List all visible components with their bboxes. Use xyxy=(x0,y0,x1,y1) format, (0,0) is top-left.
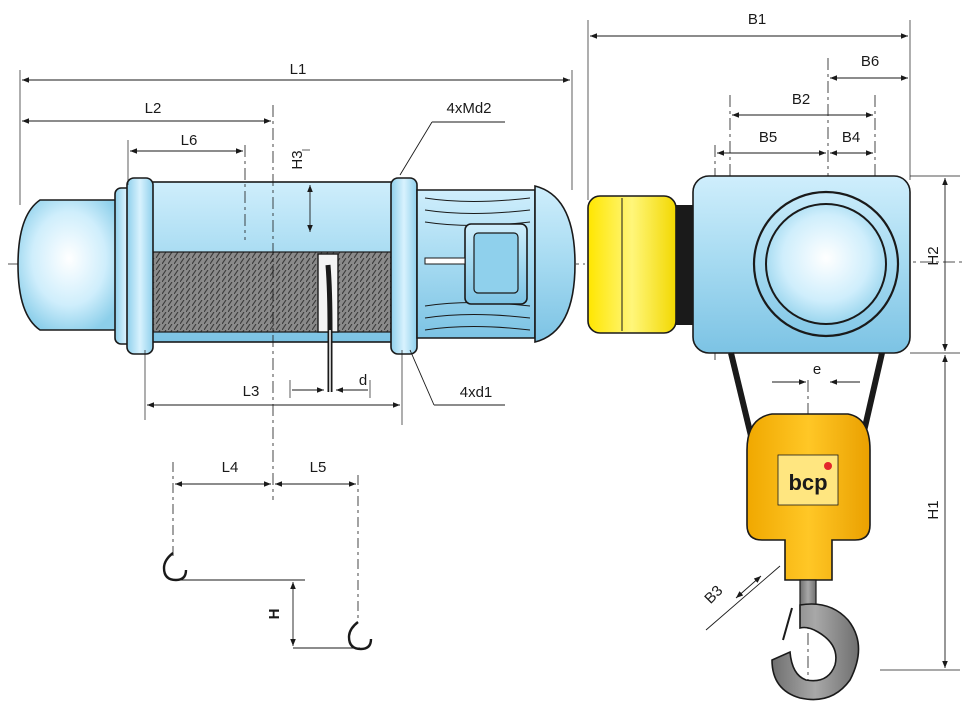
label-L6: L6 xyxy=(181,132,198,149)
dimension-lines-front xyxy=(590,33,948,668)
label-B4: B4 xyxy=(842,129,860,146)
dimension-lines-side xyxy=(22,77,570,408)
hook-symbol-right xyxy=(347,621,373,651)
bcp-logo: bcp xyxy=(777,454,839,506)
label-L4: L4 xyxy=(222,459,239,476)
motor-shaft xyxy=(424,257,466,265)
label-B1: B1 xyxy=(748,11,766,28)
motor-fan-cover xyxy=(534,184,576,344)
hoist-side-view: L1 L2 L6 H3 4xMd2 L3 d 4xd1 xyxy=(8,61,585,500)
label-e: e xyxy=(813,361,821,378)
label-H1: H1 xyxy=(925,500,942,519)
terminal-box-lid xyxy=(473,232,519,294)
right-end-plate xyxy=(390,177,418,355)
label-H2: H2 xyxy=(925,246,942,265)
logo-text: bcp xyxy=(788,470,827,495)
drum-face xyxy=(765,203,887,325)
hook xyxy=(771,603,860,701)
vertical-centerlines xyxy=(244,105,274,500)
label-L3: L3 xyxy=(243,383,260,400)
hoist-front-view: bcp B1 B6 B2 B5 B4 H2 H1 e B3 xyxy=(587,11,965,701)
drum-outer-ring xyxy=(752,190,900,338)
label-L2: L2 xyxy=(145,100,162,117)
rope-drum xyxy=(151,251,393,333)
label-B3: B3 xyxy=(701,582,726,607)
yellow-motor-box xyxy=(587,195,677,334)
front-centerlines xyxy=(690,58,965,700)
hook-safety-latch xyxy=(782,607,793,641)
drum-end-cap xyxy=(17,199,121,331)
label-L1: L1 xyxy=(290,61,307,78)
hook-symbol-left xyxy=(162,552,188,582)
hoist-rope xyxy=(325,264,333,392)
label-4xMd2: 4xMd2 xyxy=(446,100,491,117)
label-B5: B5 xyxy=(759,129,777,146)
rope-left xyxy=(728,352,755,441)
left-end-plate xyxy=(126,177,154,355)
extension-lines xyxy=(19,70,573,425)
hook-offset-schematic: L4 L5 H xyxy=(162,459,373,651)
label-d: d xyxy=(359,372,367,389)
label-B2: B2 xyxy=(792,91,810,108)
label-H3: H3 xyxy=(289,150,306,169)
label-H: H xyxy=(266,609,283,620)
label-L5: L5 xyxy=(310,459,327,476)
label-B6: B6 xyxy=(861,53,879,70)
label-4xd1: 4xd1 xyxy=(460,384,493,401)
front-extension-lines xyxy=(587,20,960,671)
